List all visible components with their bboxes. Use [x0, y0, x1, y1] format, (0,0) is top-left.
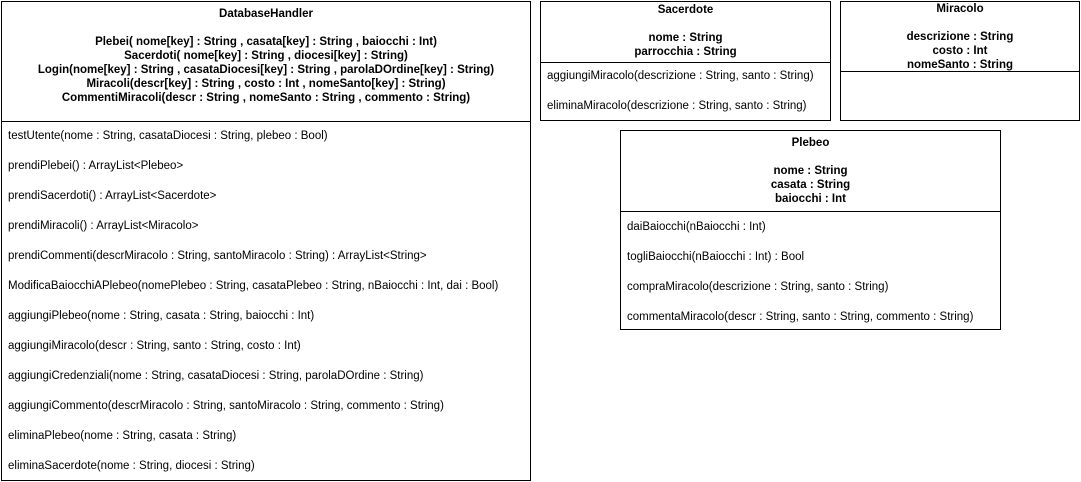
method: togliBaiocchi(nBaiocchi : Int) : Bool	[627, 251, 805, 263]
method: aggiungiPlebeo(nome : String, casata : S…	[8, 310, 315, 322]
method: testUtente(nome : String, casataDiocesi …	[8, 130, 328, 142]
class-name: DatabaseHandler	[219, 8, 313, 20]
class-name: Plebeo	[791, 137, 830, 149]
attribute: casata : String	[770, 179, 851, 191]
method: daiBaiocchi(nBaiocchi : Int)	[627, 221, 766, 233]
attribute: Plebei( nome[key] : String , casata[key]…	[95, 36, 437, 48]
method: aggiungiCredenziali(nome : String, casat…	[8, 370, 424, 382]
method: prendiSacerdoti() : ArrayList<Sacerdote>	[8, 190, 217, 202]
class-sacerdote[interactable]: Sacerdote nome : String parrocchia : Str…	[540, 1, 831, 121]
class-database-handler[interactable]: DatabaseHandler Plebei( nome[key] : Stri…	[1, 1, 531, 481]
attribute: Miracoli(descr[key] : String , costo : I…	[86, 78, 446, 90]
method: eliminaPlebeo(nome : String, casata : St…	[8, 430, 237, 442]
method: commentaMiracolo(descr : String, santo :…	[627, 311, 974, 323]
attribute: parrocchia : String	[634, 46, 737, 58]
method: eliminaMiracolo(descrizione : String, sa…	[547, 100, 807, 112]
class-plebeo-attributes: Plebeo nome : String casata : String bai…	[621, 131, 1000, 212]
attribute: Sacerdoti( nome[key] : String , diocesi[…	[124, 50, 408, 62]
attribute: Login(nome[key] : String , casataDiocesi…	[37, 64, 495, 76]
class-miracolo[interactable]: Miracolo descrizione : String costo : In…	[840, 1, 1080, 121]
attribute: descrizione : String	[906, 31, 1014, 43]
attribute: costo : Int	[932, 45, 988, 57]
class-name: Sacerdote	[657, 4, 714, 16]
method: aggiungiMiracolo(descrizione : String, s…	[547, 70, 814, 82]
class-database-handler-attributes: DatabaseHandler Plebei( nome[key] : Stri…	[2, 2, 530, 122]
method: eliminaSacerdote(nome : String, diocesi …	[8, 460, 255, 472]
method: aggiungiMiracolo(descr : String, santo :…	[8, 340, 301, 352]
method: prendiMiracoli() : ArrayList<Miracolo>	[8, 220, 199, 232]
class-name: Miracolo	[936, 3, 984, 15]
class-miracolo-attributes: Miracolo descrizione : String costo : In…	[841, 2, 1079, 72]
attribute: nome : String	[773, 165, 848, 177]
method: prendiPlebei() : ArrayList<Plebeo>	[8, 160, 184, 172]
method: aggiungiCommento(descrMiracolo : String,…	[8, 400, 444, 412]
method: prendiCommenti(descrMiracolo : String, s…	[8, 250, 427, 262]
class-plebeo[interactable]: Plebeo nome : String casata : String bai…	[620, 130, 1001, 330]
attribute: nomeSanto : String	[906, 59, 1014, 71]
attribute: baiocchi : Int	[775, 193, 846, 205]
method: compraMiracolo(descrizione : String, san…	[627, 281, 889, 293]
attribute: CommentiMiracoli(descr : String , nomeSa…	[61, 92, 471, 104]
method: ModificaBaiocchiAPlebeo(nomePlebeo : Str…	[8, 280, 499, 292]
attribute: nome : String	[648, 32, 723, 44]
class-sacerdote-attributes: Sacerdote nome : String parrocchia : Str…	[541, 2, 830, 63]
